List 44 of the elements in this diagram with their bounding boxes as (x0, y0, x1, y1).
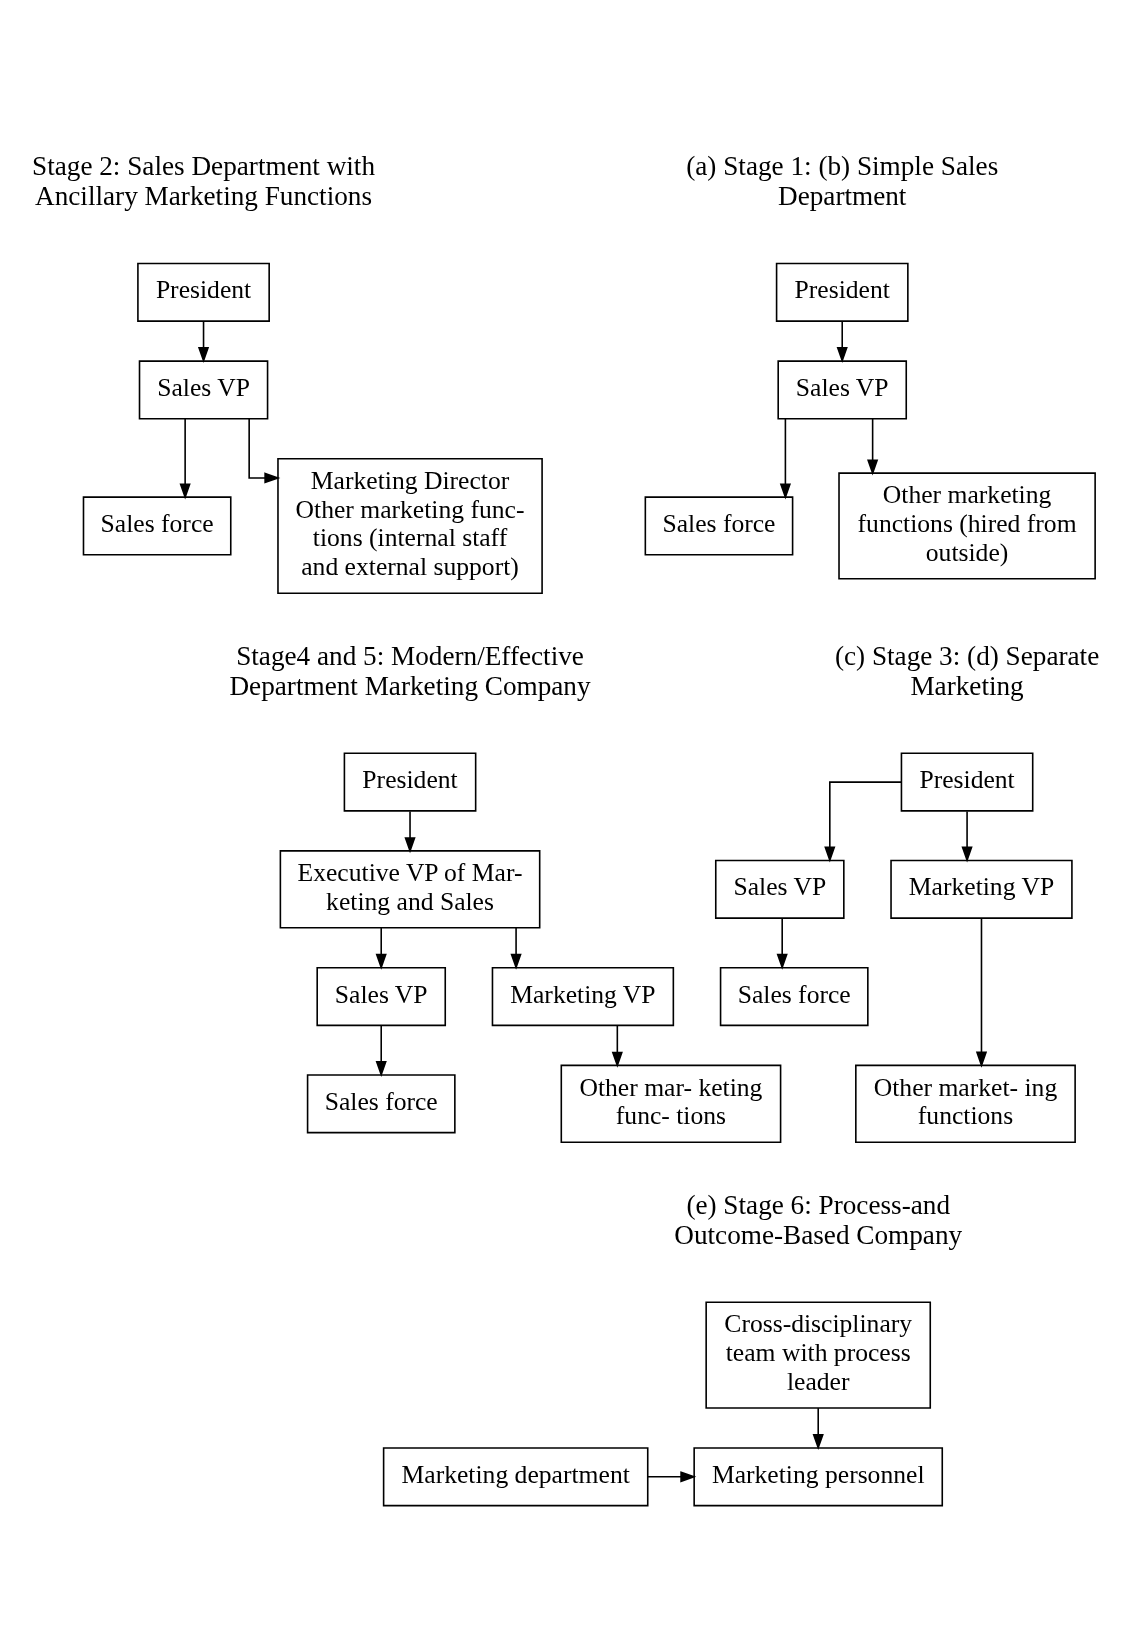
arrow (975, 916, 988, 1068)
node-box: Sales VP (138, 359, 269, 420)
arrow (647, 1470, 697, 1482)
node-box: Sales VP (316, 966, 447, 1026)
arrow (961, 810, 973, 862)
arrow (197, 320, 210, 363)
node-box: Sales force (82, 495, 232, 556)
node-box: Sales VP (777, 359, 908, 420)
node-box: Other marketing functions (hired from outside) (838, 471, 1096, 580)
node-box: Executive VP of Mar- keting and Sales (279, 849, 541, 929)
arrow (776, 917, 788, 970)
node-box: President (137, 262, 270, 322)
arrow (824, 780, 903, 862)
node-box: Marketing VP (890, 859, 1073, 919)
node-box: Other market- ing functions (855, 1064, 1076, 1143)
label: (a) Stage 1: (b) Simple Sales Department (686, 150, 999, 211)
node-box: Sales force (306, 1073, 456, 1133)
node-box: Marketing personnel (693, 1446, 944, 1506)
arrow (867, 417, 879, 475)
node-box: Other mar- keting func- tions (560, 1064, 782, 1143)
arrow (812, 1406, 824, 1450)
arrow (404, 810, 416, 853)
arrow (779, 417, 791, 500)
label: (c) Stage 3: (d) Separate Marketing (834, 640, 1100, 701)
node-box: President (900, 751, 1034, 812)
node-box: Sales force (644, 495, 794, 556)
label: (e) Stage 6: Process-and Outcome-Based Company (674, 1189, 963, 1250)
node-box: President (343, 751, 477, 812)
node-box: Marketing VP (491, 966, 675, 1026)
arrow (248, 417, 281, 484)
node-box: President (775, 262, 909, 322)
label: Stage4 and 5: Modern/Effective Department Marketing Company (229, 640, 591, 701)
node-box: Cross-disciplinary team with process leader (705, 1301, 932, 1409)
arrow (375, 1024, 387, 1077)
arrow (510, 926, 522, 970)
arrow (375, 926, 387, 970)
arrow (179, 417, 191, 500)
node-box: Sales force (719, 966, 869, 1026)
node-box: Marketing Director Other marketing func- tions (internal staff and external support) (277, 457, 543, 594)
node-box: Marketing department (382, 1446, 649, 1506)
arrow (836, 320, 848, 363)
arrow (611, 1024, 623, 1068)
node-box: Sales VP (714, 859, 845, 919)
label: Stage 2: Sales Department with Ancillary Marketing Functions (32, 150, 376, 211)
